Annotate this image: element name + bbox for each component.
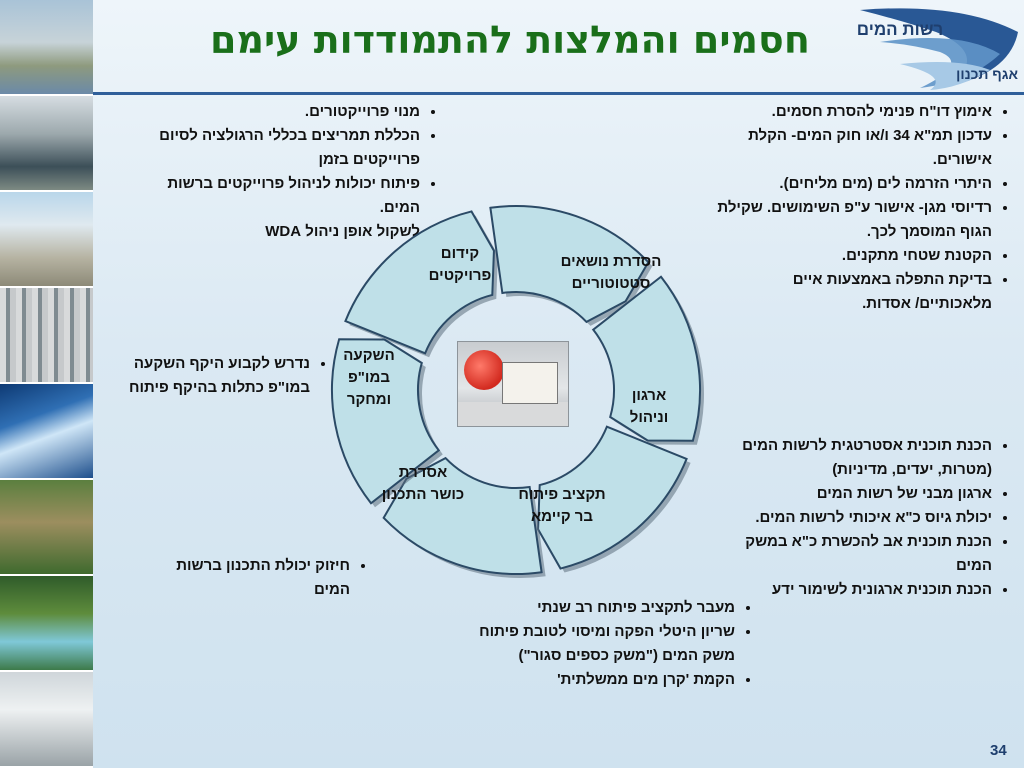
photo-stream [0, 576, 93, 672]
bullet-item: שריון היטלי הפקה ומיסוי לטובת פיתוח משק … [450, 620, 735, 668]
bullets-bottom-left: חיזוק יכולת התכנון ברשות המים [160, 554, 368, 602]
segment-asdarat [382, 456, 543, 575]
bullet-item: היתרי הזרמה לים (מים מליחים). [712, 172, 992, 196]
page-number: 34 [990, 742, 1007, 759]
bullet-item: הכנת תוכנית אב להכשרת כ"א במשק המים [735, 530, 992, 578]
photo-waterfall [0, 384, 93, 480]
photo-pipes [0, 672, 93, 768]
bullet-item: הקטנת שטחי מתקנים. [712, 244, 992, 268]
segment-kidum [344, 210, 495, 355]
cycle-diagram [331, 205, 704, 578]
bullets-mid-left: נדרש לקבוע היקף השקעה במו"פ כתלות בהיקף … [110, 352, 328, 400]
photo-membranes [0, 288, 93, 384]
segment-irgun [591, 275, 701, 442]
bullet-item: הכללת תמריצים בכללי הרגולציה לסיום פרויי… [140, 124, 420, 172]
header-divider [93, 92, 1024, 95]
page-title: חסמים והמלצות להתמודדות עימם [210, 18, 810, 62]
bullet-item: ארגון מבני של רשות המים [735, 482, 992, 506]
sign-road [458, 402, 568, 426]
photo-water-tower [0, 192, 93, 288]
segment-hasdarat [489, 205, 650, 324]
bullet-item: הכנת תוכנית אסטרטגית לרשות המים (מטרות, … [735, 434, 992, 482]
bullet-item: רדיוסי מגן- אישור ע"פ השימושים. שקילת הג… [712, 196, 992, 244]
bullet-item: מעבר לתקציב פיתוח רב שנתי [450, 596, 735, 620]
bullet-item: חיזוק יכולת התכנון ברשות המים [160, 554, 350, 602]
bullet-item: מנוי פרוייקטורים. [140, 100, 420, 124]
photo-pipeline [0, 480, 93, 576]
department-label: אגף תכנון [956, 66, 1018, 82]
bullet-item: נדרש לקבוע היקף השקעה במו"פ כתלות בהיקף … [110, 352, 310, 400]
photo-strip [0, 0, 93, 768]
segment-label-taktziv: תקציב פיתוח בר קיימא [518, 486, 606, 525]
stop-sign-icon [464, 350, 504, 390]
bullet-item: הקמת 'קרן מים ממשלתית' [450, 668, 735, 692]
segment-label-irgun: ארגון וניהול [629, 387, 669, 426]
logo-text: רשות המים [856, 20, 944, 39]
segment-label-asdarat: אסדרת כושר התכנון [381, 464, 465, 503]
bullets-bottom-center: מעבר לתקציב פיתוח רב שנתישריון היטלי הפק… [450, 596, 753, 692]
bullet-item: עדכון תמ"א 34 ו/או חוק המים- הקלת אישורי… [712, 124, 992, 172]
photo-treatment-pools [0, 96, 93, 192]
segment-hashkaa [331, 338, 441, 505]
water-authority-logo [860, 8, 1018, 90]
bullets-top-right: אימוץ דו"ח פנימי להסרת חסמים.עדכון תמ"א … [712, 100, 1010, 316]
bullet-item: יכולת גיוס כ"א איכותי לרשות המים. [735, 506, 992, 530]
warning-board [502, 362, 558, 404]
center-stop-sign-photo [457, 341, 569, 427]
segment-label-hasdarat: הסדרת נושאים סטטוטוריים [560, 253, 662, 292]
bullet-item: פיתוח יכולות לניהול פרוייקטים ברשות המים… [140, 172, 420, 220]
bullet-item: הכנת תוכנית ארגונית לשימור ידע [735, 578, 992, 602]
segment-label-hashkaa: השקעה במו"פ ומחקר [343, 347, 395, 408]
photo-power-plant [0, 0, 93, 96]
segment-label-kidum: קידום פרויקטים [428, 245, 492, 284]
bullets-right-lower: הכנת תוכנית אסטרטגית לרשות המים (מטרות, … [735, 434, 1010, 602]
bullets-top-left: מנוי פרוייקטורים.הכללת תמריצים בכללי הרג… [140, 100, 438, 244]
segment-taktziv [537, 425, 688, 570]
bullet-item: בדיקת התפלה באמצעות איים מלאכותיים/ אסדו… [712, 268, 992, 316]
bullet-item: אימוץ דו"ח פנימי להסרת חסמים. [712, 100, 992, 124]
bullet-item: לשקול אופן ניהול WDA [140, 220, 420, 244]
